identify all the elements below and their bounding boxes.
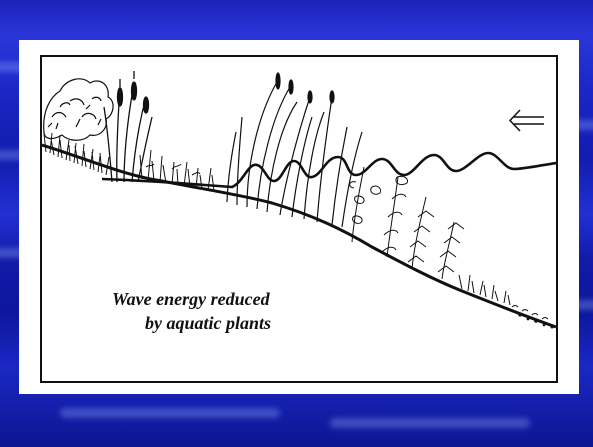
cattails-drawing (104, 71, 152, 182)
arrow-left-icon (510, 110, 544, 131)
tall-reeds-drawing (227, 73, 362, 227)
caption-line-2: by aquatic plants (112, 311, 271, 335)
submerged-plants-drawing (350, 167, 464, 279)
light-streak (60, 408, 280, 418)
bottom-grasses-drawing (459, 275, 548, 319)
diagram-panel: Wave energy reduced by aquatic plants (40, 55, 558, 383)
light-streak (330, 418, 530, 428)
caption-line-1: Wave energy reduced (112, 287, 271, 311)
shore-grasses-drawing (44, 133, 214, 191)
diagram-caption: Wave energy reduced by aquatic plants (112, 287, 271, 335)
image-frame: Wave energy reduced by aquatic plants (19, 40, 579, 394)
shrub-drawing (44, 79, 113, 140)
